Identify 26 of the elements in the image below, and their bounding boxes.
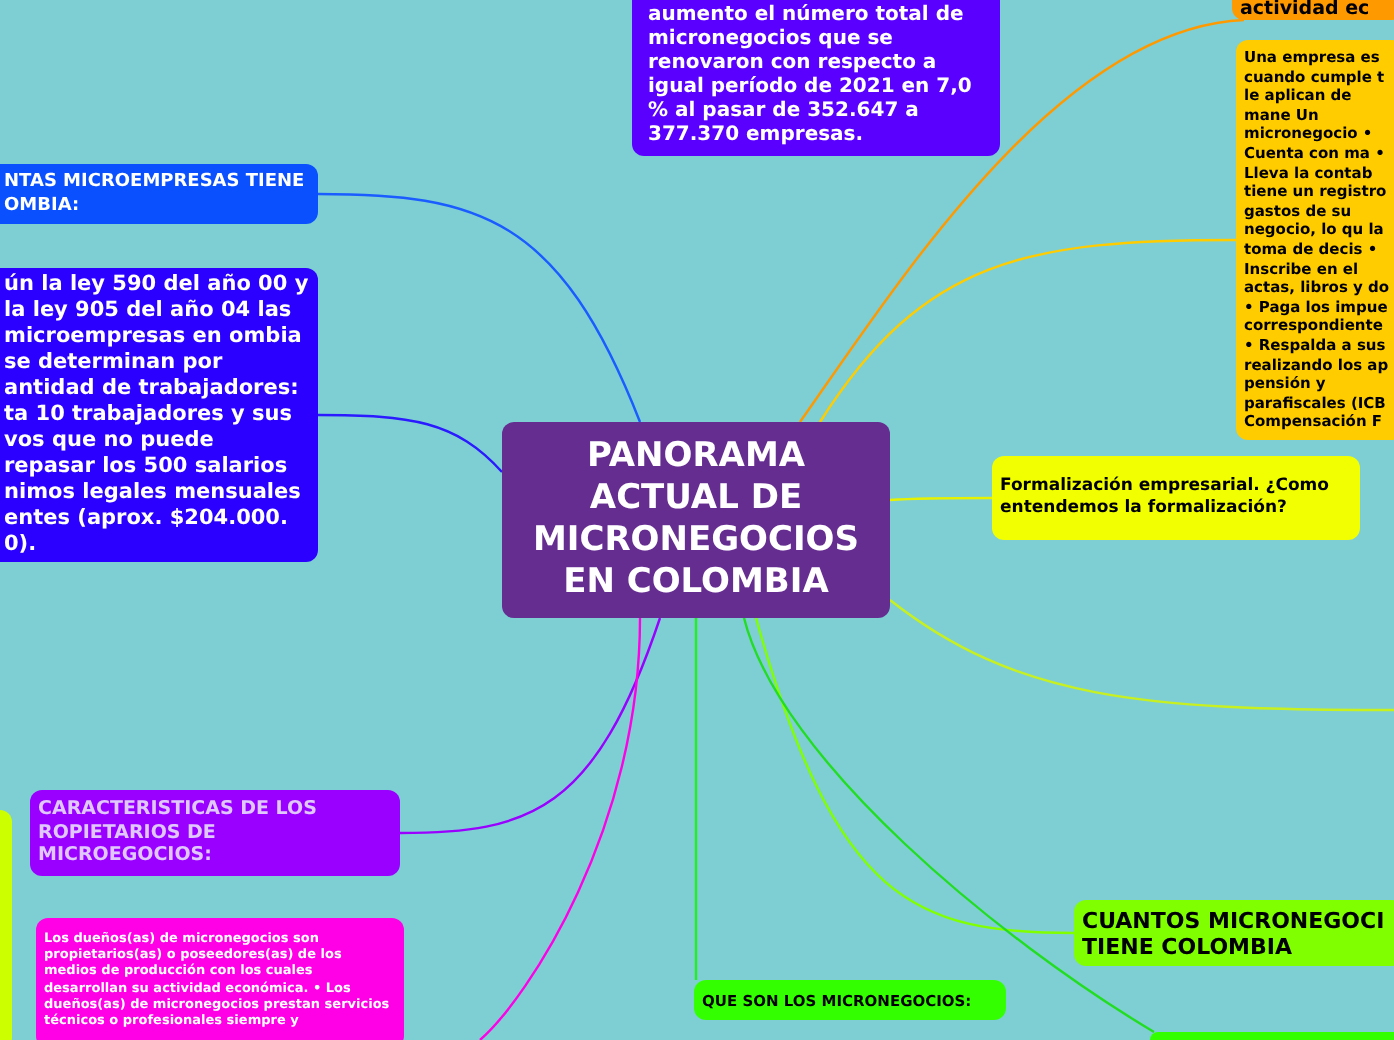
topic-text: NTAS MICROEMPRESAS TIENE OMBIA:	[4, 170, 307, 218]
topic-box	[30, 790, 400, 876]
topic-text: actividad ec	[1240, 0, 1370, 20]
topic-text: Formalización empresarial. ¿Como entendemos la formalización?	[1000, 476, 1332, 520]
topic-box	[36, 918, 404, 1040]
connector-line	[799, 18, 1245, 423]
topic-box	[632, 0, 1000, 156]
topic-text: PANORAMA ACTUAL DE MICRONEGOCIOS EN COLOMBIA	[530, 436, 861, 604]
topic-box	[992, 456, 1360, 540]
connector-line	[479, 617, 642, 1040]
connector-line	[742, 617, 1155, 1033]
connector-line	[819, 238, 1236, 423]
topic-box	[0, 164, 318, 224]
connector-line	[318, 413, 503, 473]
connector-line	[754, 617, 1075, 935]
connector-line	[889, 496, 992, 502]
central-topic	[502, 422, 890, 618]
connector-line	[889, 599, 1394, 712]
connector-line	[399, 617, 662, 835]
topic-box	[694, 980, 1006, 1020]
connector-line	[694, 618, 698, 980]
topic-text: ún la ley 590 del año 00 y la ley 905 del año 04 las microempresas en ombia se determinan por antidad de trabajadores: ta 10 trabajadores y sus vos que no puede repasar los 500 salarios nimos legales mensuales entes (aprox. $204.000. 0).	[4, 272, 310, 558]
topic-text: aumento el número total de micronegocios que se renovaron con respecto a igual período de 2021 en 7,0 % al pasar de 352.647 a 377.370 empresas.	[648, 4, 974, 148]
connector-line	[318, 192, 642, 423]
topic-text: CARACTERISTICAS DE LOS ROPIETARIOS DE MICROEGOCIOS:	[38, 798, 319, 868]
topic-text: CUANTOS MICRONEGOCI TIENE COLOMBIA	[1082, 907, 1387, 959]
